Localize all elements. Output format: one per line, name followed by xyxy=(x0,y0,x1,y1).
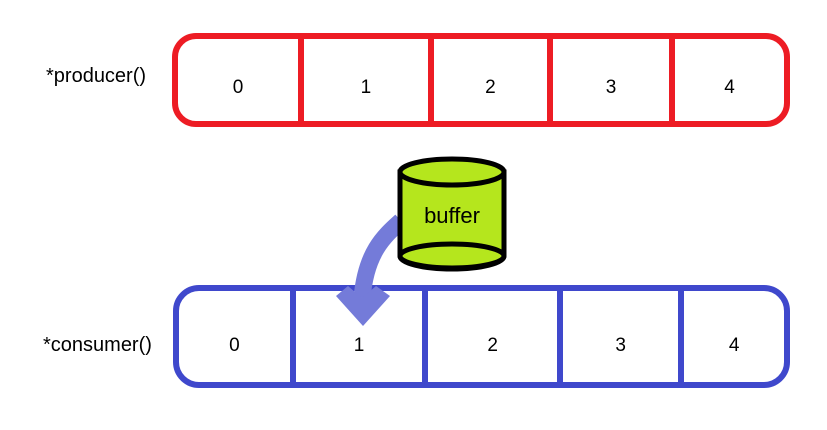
consumer-array: 0 1 2 3 4 xyxy=(173,285,790,388)
consumer-cell: 2 xyxy=(428,291,564,382)
producer-cell: 2 xyxy=(434,39,554,121)
cylinder-top xyxy=(397,156,507,188)
consumer-cell: 4 xyxy=(684,291,784,382)
cylinder-bottom xyxy=(397,241,507,271)
producer-cell-value: 2 xyxy=(485,77,496,98)
consumer-cell: 3 xyxy=(563,291,685,382)
consumer-cell-value: 4 xyxy=(728,334,740,356)
consumer-cell: 1 xyxy=(296,291,429,382)
consumer-cell: 0 xyxy=(179,291,296,382)
buffer-label: buffer xyxy=(424,203,480,228)
producer-cell-value: 1 xyxy=(360,77,372,98)
producer-cell-value: 4 xyxy=(724,77,735,98)
producer-cell-value: 3 xyxy=(605,77,617,98)
producer-cell: 1 xyxy=(304,39,434,121)
buffer-cylinder: buffer xyxy=(397,156,507,272)
producer-label: *producer() xyxy=(46,65,147,87)
cylinder-body xyxy=(397,169,507,272)
producer-cell-value: 0 xyxy=(232,77,244,98)
producer-cell: 3 xyxy=(553,39,675,121)
producer-array: 0 1 2 3 4 xyxy=(172,33,790,127)
consumer-cell-value: 1 xyxy=(353,334,365,356)
consumer-cell-value: 2 xyxy=(487,334,498,356)
consumer-cell-value: 3 xyxy=(615,334,626,356)
consumer-cell-value: 0 xyxy=(229,334,240,356)
producer-cell: 0 xyxy=(178,39,305,121)
producer-cell: 4 xyxy=(675,39,784,121)
consumer-label: *consumer() xyxy=(43,334,152,356)
